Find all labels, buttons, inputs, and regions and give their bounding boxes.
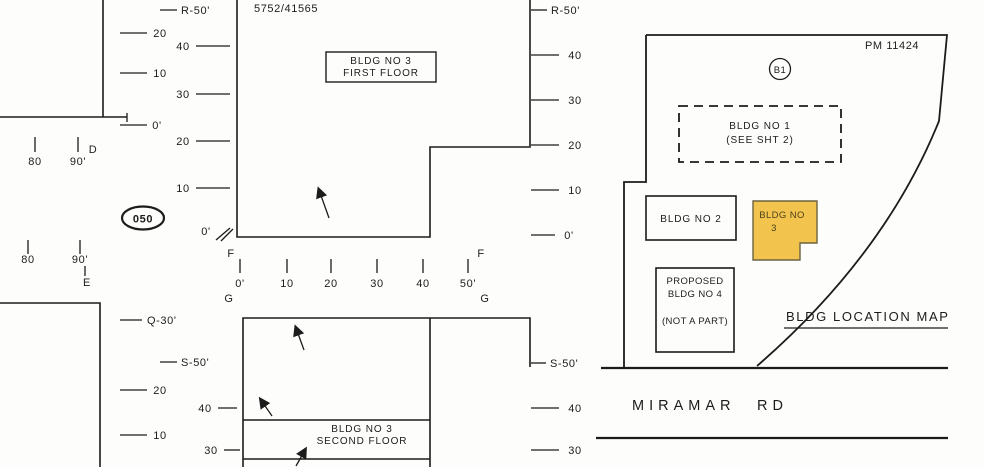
pm-number: PM 11424	[865, 40, 919, 52]
second-floor-plan: BLDG NO 3 SECOND FLOOR	[242, 317, 531, 467]
oval-outline	[120, 205, 166, 231]
first-floor-label-box	[325, 51, 437, 83]
ruler-label: 0'	[564, 230, 573, 242]
corner-tick	[220, 228, 234, 242]
ruler-label: 10	[568, 185, 581, 197]
f-marker: F	[227, 248, 234, 260]
ruler-label: 40	[416, 278, 429, 290]
ruler-label: 0'	[152, 120, 161, 132]
bldg1-outline	[678, 105, 842, 163]
tick-mark	[215, 227, 231, 241]
ruler-label: S-50'	[181, 357, 209, 369]
ruler-label: 40	[568, 50, 581, 62]
ruler-label: 10	[280, 278, 293, 290]
right-ruler: R-50' 40 30 20 10 0' S-50' 40 30	[531, 5, 581, 457]
f-marker: F	[477, 248, 484, 260]
horizontal-ruler: F F 0' 10 20 30 40 50' G G	[224, 248, 489, 305]
ruler-label: 30	[568, 445, 581, 457]
leader-arrow	[258, 396, 273, 417]
ruler-label: 50'	[460, 278, 476, 290]
ruler-label: 30	[370, 278, 383, 290]
station-letter: E	[83, 277, 91, 289]
circle-ref-outline	[768, 57, 792, 81]
ruler-label: 20	[324, 278, 337, 290]
bldg1-label: BLDG NO 1	[729, 121, 790, 132]
first-floor-label: BLDG NO 3	[350, 56, 411, 67]
road-name: MIRAMAR	[632, 398, 735, 414]
parcel-boundary	[646, 34, 948, 367]
bldg1-label: (SEE SHT 2)	[726, 135, 794, 146]
ruler-label: 40	[198, 403, 211, 415]
left-edge-building-fragments	[0, 0, 128, 467]
oval-ref-text: 050	[133, 214, 153, 226]
ruler-label: 10	[153, 430, 166, 442]
ref-oval-050: 050	[120, 205, 166, 231]
left-outer-ruler: 20 10 0' Q-30' 20 10	[120, 28, 177, 442]
ruler-label: S-50'	[550, 358, 578, 370]
ruler-label: 40	[568, 403, 581, 415]
doc-number: 5752/41565	[254, 3, 318, 15]
leader-arrow	[293, 324, 305, 351]
parcel-boundary	[623, 35, 647, 368]
second-floor-outline	[242, 317, 531, 467]
bldg3-label: 3	[771, 223, 777, 234]
bldg3-highlight[interactable]	[752, 200, 818, 261]
bldg2-label: BLDG NO 2	[660, 214, 721, 225]
road-name: RD	[757, 398, 788, 414]
ruler-label: 30	[568, 95, 581, 107]
bldg2-outline	[645, 195, 737, 241]
station-d: D 80 90'	[28, 137, 97, 168]
north-arrow	[316, 186, 330, 219]
station-value: 90'	[70, 156, 86, 168]
ruler-label: Q-30'	[147, 315, 177, 327]
location-map: PM 11424 B1 BLDG NO 1 (SEE SHT 2) BLDG N…	[596, 34, 949, 440]
bldg4-label: PROPOSED	[666, 276, 723, 287]
station-value: 80	[21, 254, 34, 266]
ruler-label: 20	[153, 385, 166, 397]
g-marker: G	[224, 293, 233, 305]
first-floor-outline	[236, 0, 531, 238]
ruler-label: 20	[568, 140, 581, 152]
first-floor-label: FIRST FLOOR	[343, 68, 419, 79]
ruler-label: 10	[153, 68, 166, 80]
ruler-label: 10	[176, 183, 189, 195]
ruler-label: 20	[153, 28, 166, 40]
ruler-label: 20	[176, 136, 189, 148]
station-value: 80	[28, 156, 41, 168]
fragment-wall	[0, 302, 101, 467]
circle-ref-text: B1	[774, 65, 786, 76]
second-floor-label: BLDG NO 3	[331, 424, 392, 435]
bldg4-label: (NOT A PART)	[662, 316, 728, 327]
bldg4-label: BLDG NO 4	[668, 289, 722, 300]
bldg4-outline	[655, 267, 735, 353]
station-e: 80 90' E	[21, 240, 91, 289]
map-title: BLDG LOCATION MAP	[786, 309, 949, 324]
ruler-label: 40	[176, 41, 189, 53]
ruler-label: 0'	[235, 278, 244, 290]
g-marker: G	[480, 293, 489, 305]
station-value: 90'	[72, 254, 88, 266]
ruler-label: R-50'	[551, 5, 580, 17]
second-floor-label: SECOND FLOOR	[317, 436, 408, 447]
ruler-label: R-50'	[181, 5, 210, 17]
ruler-label: 30	[176, 89, 189, 101]
station-letter: D	[89, 144, 98, 156]
ruler-label: 30	[204, 445, 217, 457]
left-inner-ruler: R-50' 40 30 20 10 0' S-50' 40 30	[160, 5, 240, 457]
ruler-label: 0'	[201, 226, 210, 238]
first-floor-plan: BLDG NO 3 FIRST FLOOR	[220, 0, 531, 242]
leader-arrow	[295, 446, 307, 467]
bldg3-label: BLDG NO	[759, 210, 805, 221]
